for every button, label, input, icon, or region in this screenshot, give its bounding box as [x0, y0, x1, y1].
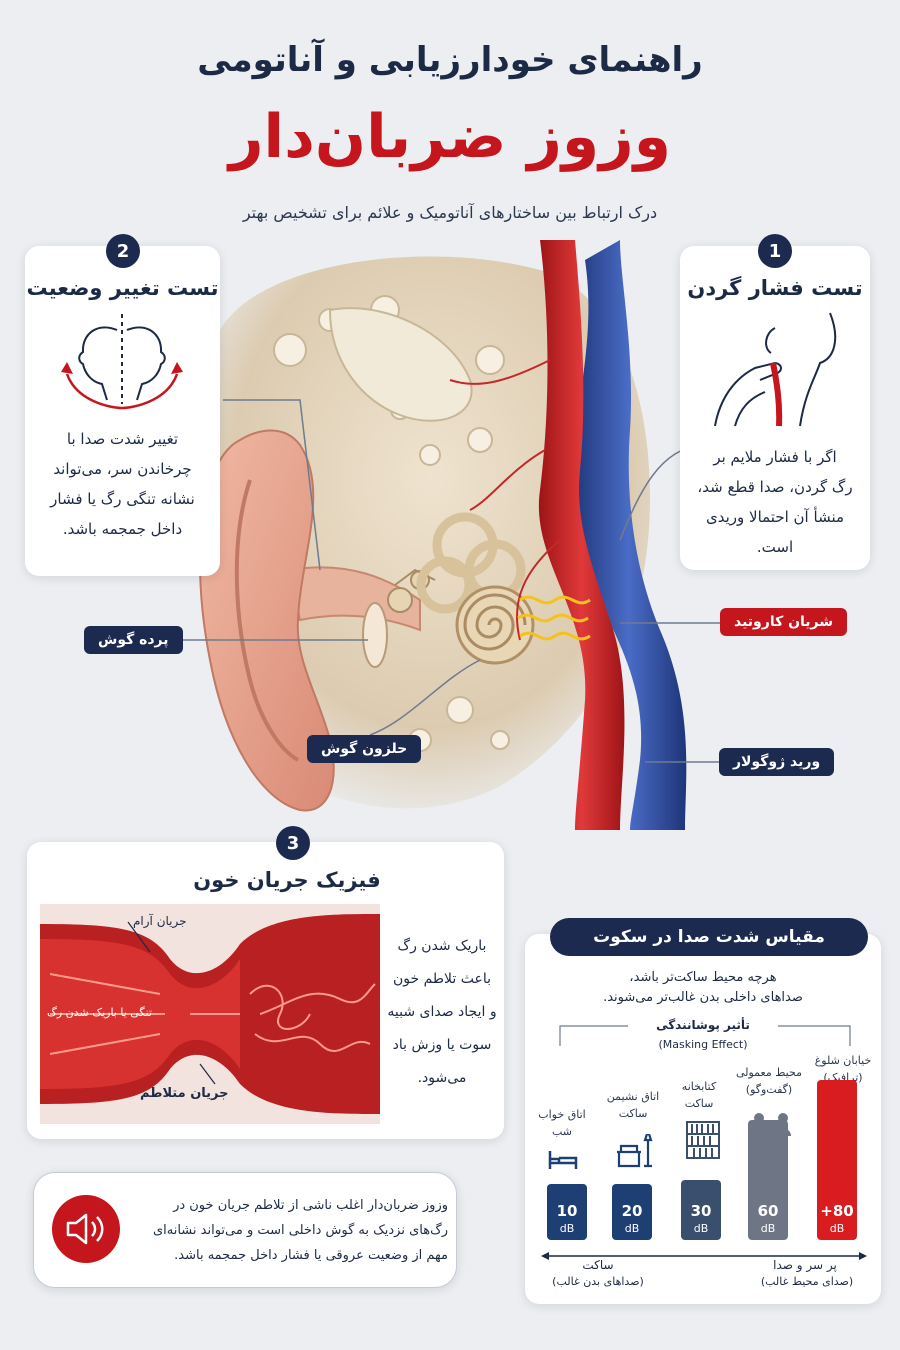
bar-1 — [547, 1184, 587, 1240]
axis-loud-label: پر سر و صدا — [773, 1258, 837, 1272]
bar-category-label: اتاق خواب شب — [538, 1108, 586, 1138]
bookshelf-icon — [685, 1120, 721, 1164]
bar-value-label: 30 — [690, 1202, 712, 1220]
armchair-lamp-icon — [615, 1132, 655, 1174]
header-main-title: وزوز ضربان‌دار — [228, 102, 672, 172]
bar-unit-label: dB — [559, 1222, 575, 1235]
narrowing-label: تنگی یا باریک شدن رگ — [47, 1006, 152, 1019]
bar-category-label: محیط معمولی (گفت‌وگو) — [735, 1066, 802, 1096]
blood-flow-physics-card: 3 فیزیک جریان خون جریان آرام تنگی یا بار… — [27, 826, 504, 1139]
carotid-artery-label: شریان کاروتید — [720, 608, 848, 636]
axis-loud-sublabel: (صدای محیط غالب) — [760, 1275, 854, 1288]
summary-note: وزوز ضربان‌دار اغلب ناشی از تلاطم جریان … — [33, 1172, 457, 1288]
sound-intensity-scale-card: مقیاس شدت صدا در سکوت هرچه محیط ساکت‌تر … — [525, 918, 881, 1304]
axis-quiet-sublabel: (صداهای بدن غالب) — [552, 1275, 644, 1288]
jugular-vein-label: ورید ژوگولار — [719, 748, 835, 776]
masking-effect-subtitle: (Masking Effect) — [658, 1038, 748, 1051]
position-test-title: تست تغییر وضعیت — [26, 276, 219, 300]
scale-title: مقیاس شدت صدا در سکوت — [550, 918, 868, 956]
bar-3 — [681, 1180, 721, 1240]
step-number-badge: 1 — [758, 234, 792, 268]
header-title: راهنمای خودارزیابی و آناتومی — [197, 40, 703, 80]
position-test-card: 2 تست تغییر وضعیت تغییر شدت صدا با چرخان… — [25, 234, 220, 576]
eardrum-label: پرده گوش — [84, 626, 183, 654]
neck-pressure-icon — [714, 312, 837, 427]
axis-quiet-label: ساکت — [582, 1258, 614, 1272]
blood-flow-physics-title: فیزیک جریان خون — [193, 868, 381, 892]
summary-note-text: وزوز ضربان‌دار اغلب ناشی از تلاطم جریان … — [152, 1198, 448, 1263]
vessel-stenosis-diagram — [40, 904, 380, 1124]
calm-flow-label: جریان آرام — [133, 914, 187, 928]
sound-level-bar-chart — [547, 1080, 857, 1240]
neck-pressure-test-text: اگر با فشار ملایم بر رگ گردن، صدا قطع شد… — [697, 448, 853, 556]
blood-flow-physics-text: باریک شدن رگ باعث تلاطم خون و ایجاد صدای… — [387, 938, 497, 1086]
step-number-badge: 3 — [276, 826, 310, 860]
bar-5 — [817, 1080, 857, 1240]
cochlea-label: حلزون گوش — [307, 735, 422, 763]
neck-pressure-test-title: تست فشار گردن — [687, 276, 863, 300]
neck-pressure-test-card: 1 تست فشار گردن اگر با فشار ملایم بر رگ … — [680, 234, 870, 570]
head-rotation-icon — [61, 314, 183, 410]
quiet-to-loud-axis — [541, 1252, 867, 1260]
bar-unit-label: dB — [624, 1222, 640, 1235]
bar-value-label: 80+ — [820, 1202, 854, 1220]
header-subtitle: درک ارتباط بین ساختارهای آناتومیک و علائ… — [242, 203, 658, 222]
bar-value-label: 60 — [757, 1202, 779, 1220]
position-test-text: تغییر شدت صدا با چرخاندن سر، می‌تواند نش… — [50, 430, 195, 538]
bar-4 — [748, 1120, 788, 1240]
bar-unit-label: dB — [760, 1222, 776, 1235]
ear-anatomy-illustration — [180, 240, 730, 830]
masking-effect-title: تأثیر پوشانندگی — [628, 1018, 778, 1032]
turbulent-flow-label: جریان متلاطم — [140, 1086, 229, 1101]
step-number-badge: 2 — [106, 234, 140, 268]
bed-icon — [547, 1149, 579, 1176]
bar-value-label: 10 — [556, 1202, 578, 1220]
bar-2 — [612, 1184, 652, 1240]
bar-unit-label: dB — [693, 1222, 709, 1235]
speaker-icon — [52, 1195, 120, 1263]
bar-category-label: اتاق نشیمن ساکت — [606, 1090, 660, 1120]
bar-value-label: 20 — [621, 1202, 643, 1220]
scale-description: هرچه محیط ساکت‌تر باشد، صداهای داخلی بدن… — [603, 970, 803, 1005]
bar-category-label: کتابخانه ساکت — [681, 1080, 717, 1110]
bar-unit-label: dB — [829, 1222, 845, 1235]
